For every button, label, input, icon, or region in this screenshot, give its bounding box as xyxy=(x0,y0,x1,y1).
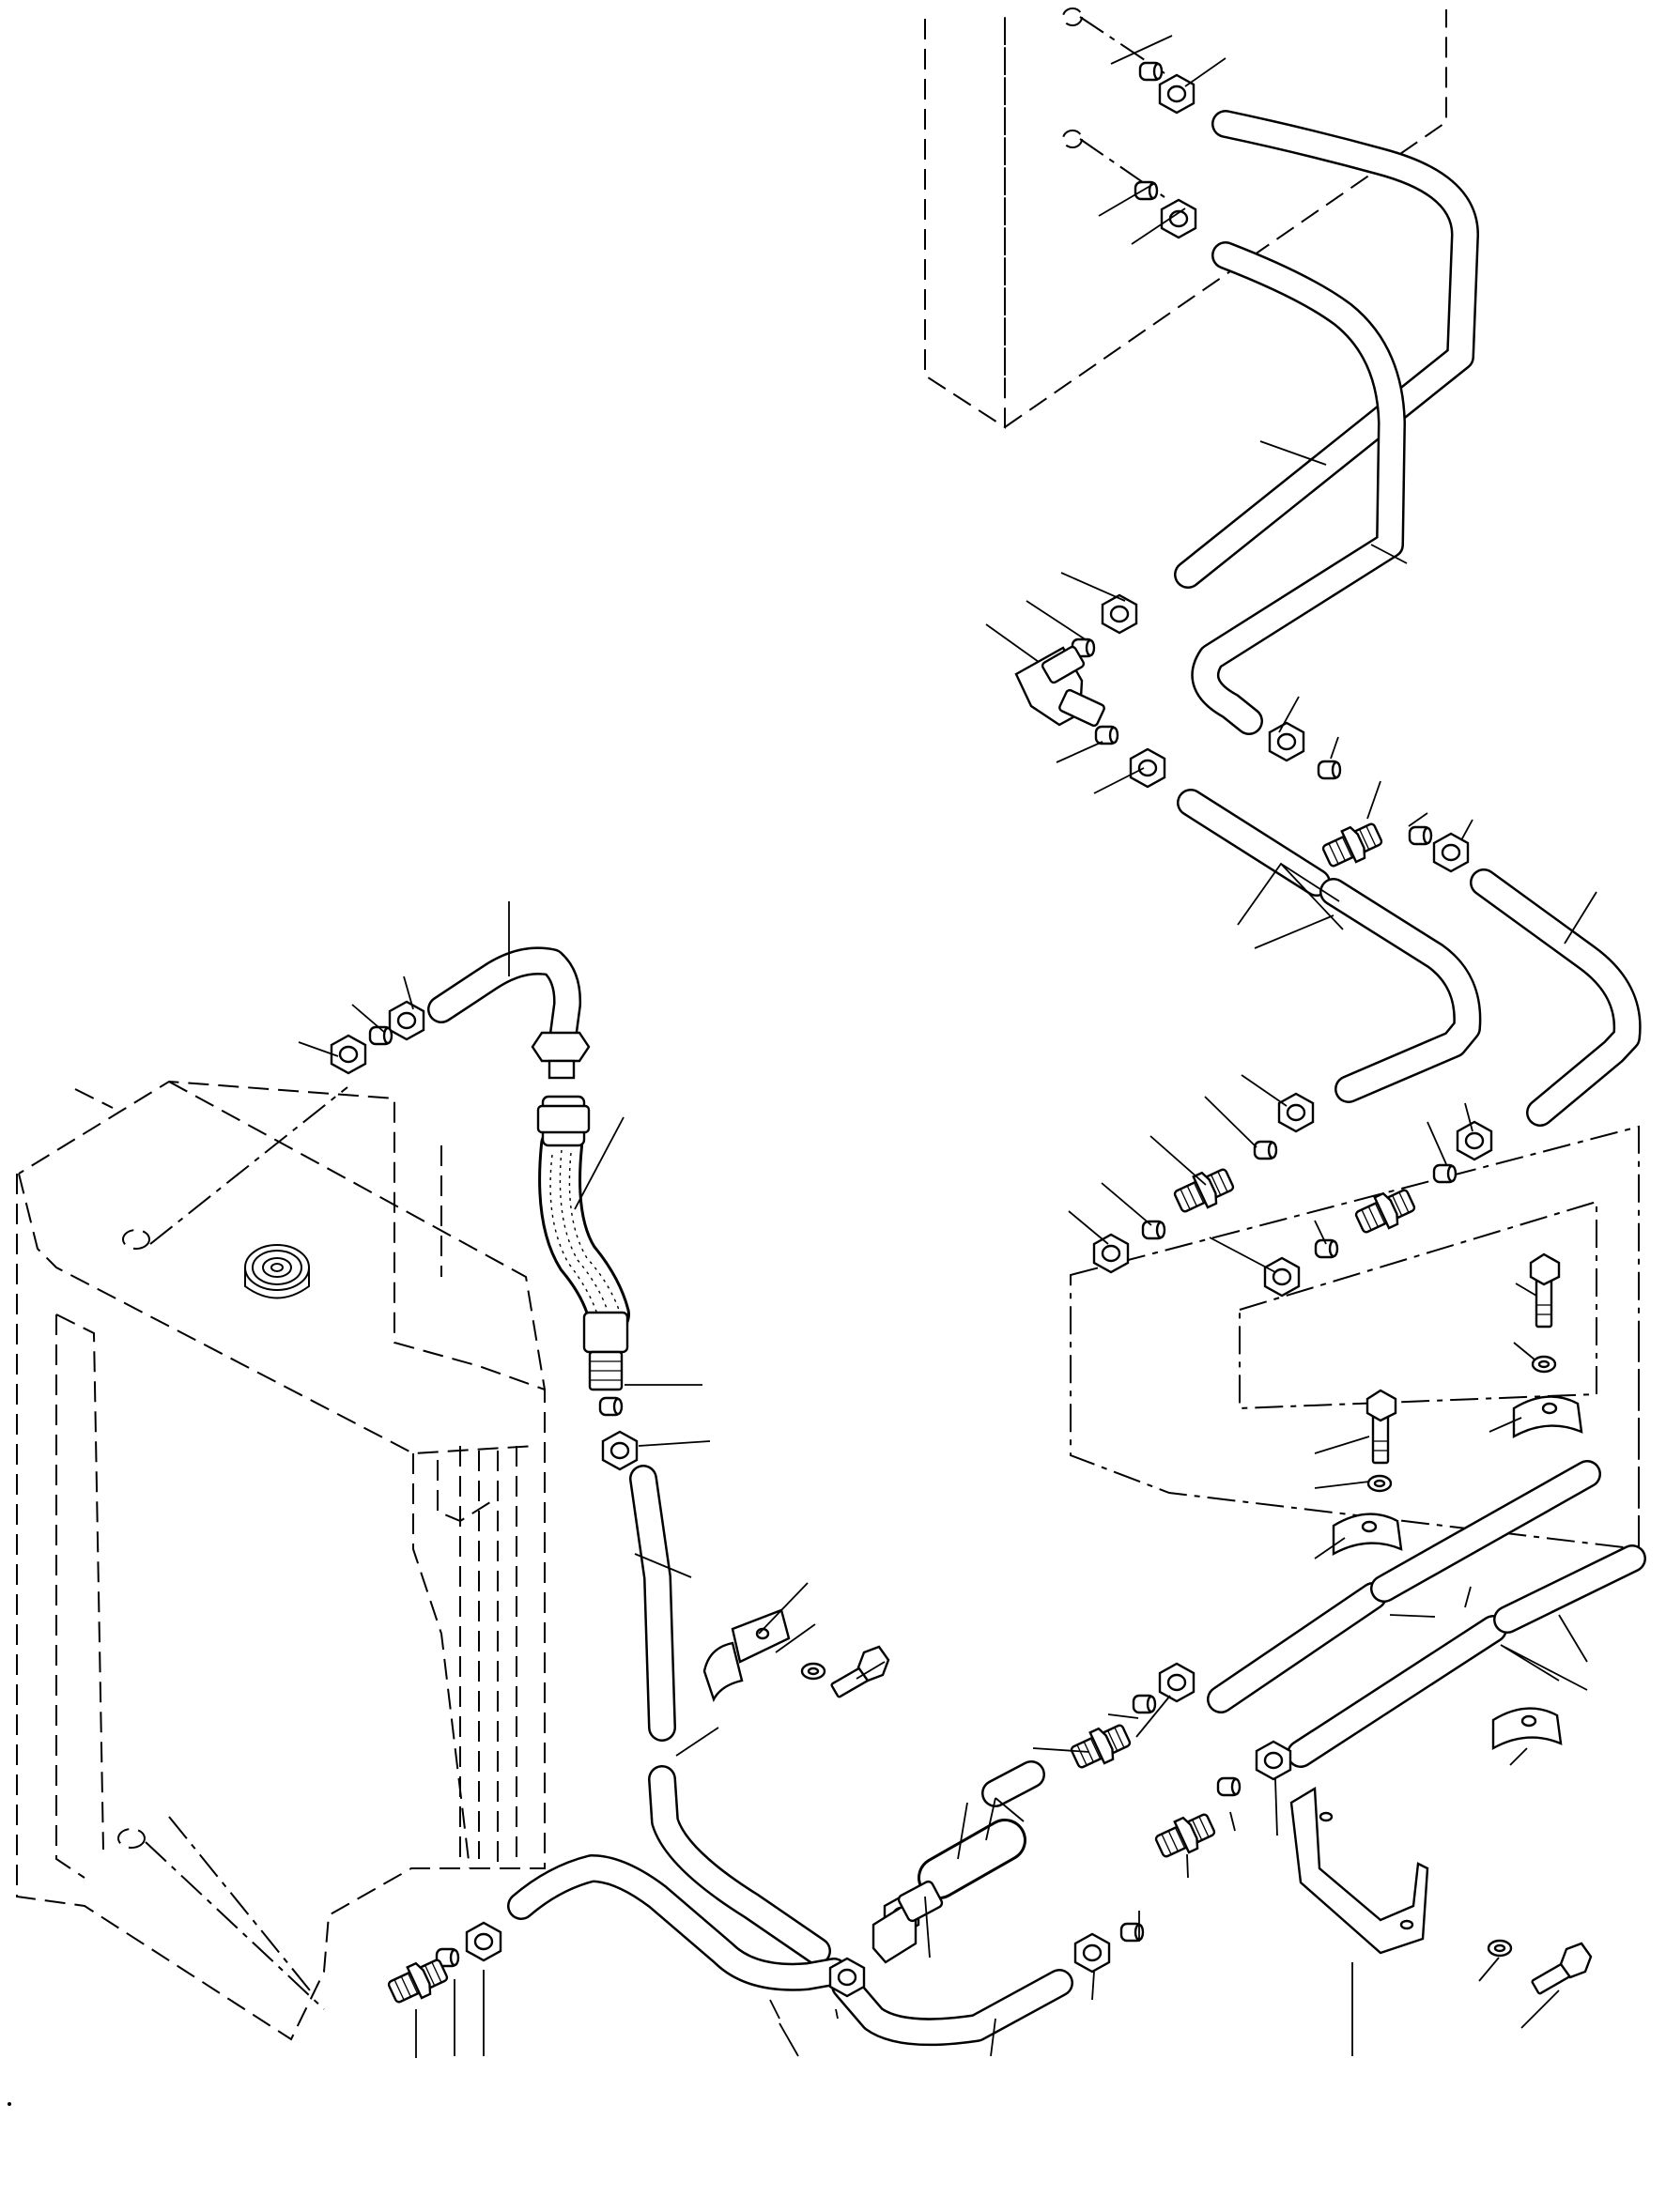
radiator-tank-outline xyxy=(16,1080,546,2041)
hose-assembly xyxy=(536,1095,630,1391)
nut xyxy=(1456,1120,1493,1161)
nut xyxy=(1432,832,1470,873)
bolt xyxy=(830,1645,890,1698)
nut xyxy=(465,1921,502,1962)
sleeve xyxy=(1253,1140,1278,1160)
washer xyxy=(1487,1939,1513,1958)
hose-coupling xyxy=(872,1819,1026,1964)
nut xyxy=(1160,198,1197,239)
elbow-adapter xyxy=(1014,645,1105,728)
stray-mark xyxy=(8,2102,11,2106)
nut xyxy=(1268,721,1305,762)
sleeve xyxy=(1317,760,1342,780)
nut xyxy=(1158,1662,1196,1703)
adapters xyxy=(384,645,1419,2010)
nut xyxy=(601,1430,639,1471)
bolt xyxy=(1531,1942,1593,1995)
elbow-end-fitting xyxy=(531,1031,591,1080)
sleeve xyxy=(1408,825,1433,846)
bolt xyxy=(1529,1252,1561,1329)
washer xyxy=(1531,1355,1557,1374)
sleeve xyxy=(1216,1776,1242,1797)
sleeve xyxy=(1132,1694,1157,1714)
sleeve xyxy=(1141,1220,1166,1240)
rigid-pipe-a xyxy=(1177,789,1482,1103)
lower-pipe-line xyxy=(981,1460,1646,1807)
pipe-clamp xyxy=(702,1608,791,1703)
return-pipe xyxy=(629,1465,831,1965)
clamp-seats xyxy=(1332,1395,1583,1751)
nut xyxy=(1092,1233,1130,1274)
sleeve xyxy=(598,1396,624,1417)
washer xyxy=(1366,1474,1393,1493)
filler-cap xyxy=(244,1244,310,1299)
crossover-pipe xyxy=(1191,241,1406,735)
sleeves xyxy=(368,61,1458,1968)
cooler-housing-outline xyxy=(1070,1125,1640,1559)
sleeve xyxy=(1432,1163,1458,1184)
nut xyxy=(1263,1256,1301,1298)
sleeve xyxy=(1138,61,1164,82)
nut xyxy=(828,1957,866,1998)
sleeve xyxy=(1314,1238,1339,1259)
fitting-nuts xyxy=(330,73,1493,1998)
nut xyxy=(330,1034,367,1075)
nut xyxy=(1101,593,1138,635)
nut xyxy=(388,1000,425,1041)
bottom-elbow-pipe xyxy=(507,1854,1073,2047)
upper-pipe-loop xyxy=(1174,110,1479,589)
bolts xyxy=(830,1252,1593,1995)
nut xyxy=(1255,1740,1292,1781)
washer xyxy=(800,1662,826,1681)
sleeve xyxy=(1094,725,1119,745)
nut xyxy=(1073,1932,1111,1974)
support-bracket xyxy=(1289,1786,1429,1955)
nut xyxy=(1277,1092,1315,1133)
nut xyxy=(1158,73,1196,115)
rigid-pipe-b xyxy=(1470,868,1642,1127)
bolt xyxy=(1365,1389,1397,1465)
leader-lines xyxy=(298,35,1597,2058)
nut xyxy=(1129,747,1166,789)
hose-supply-pipe xyxy=(427,946,582,1047)
